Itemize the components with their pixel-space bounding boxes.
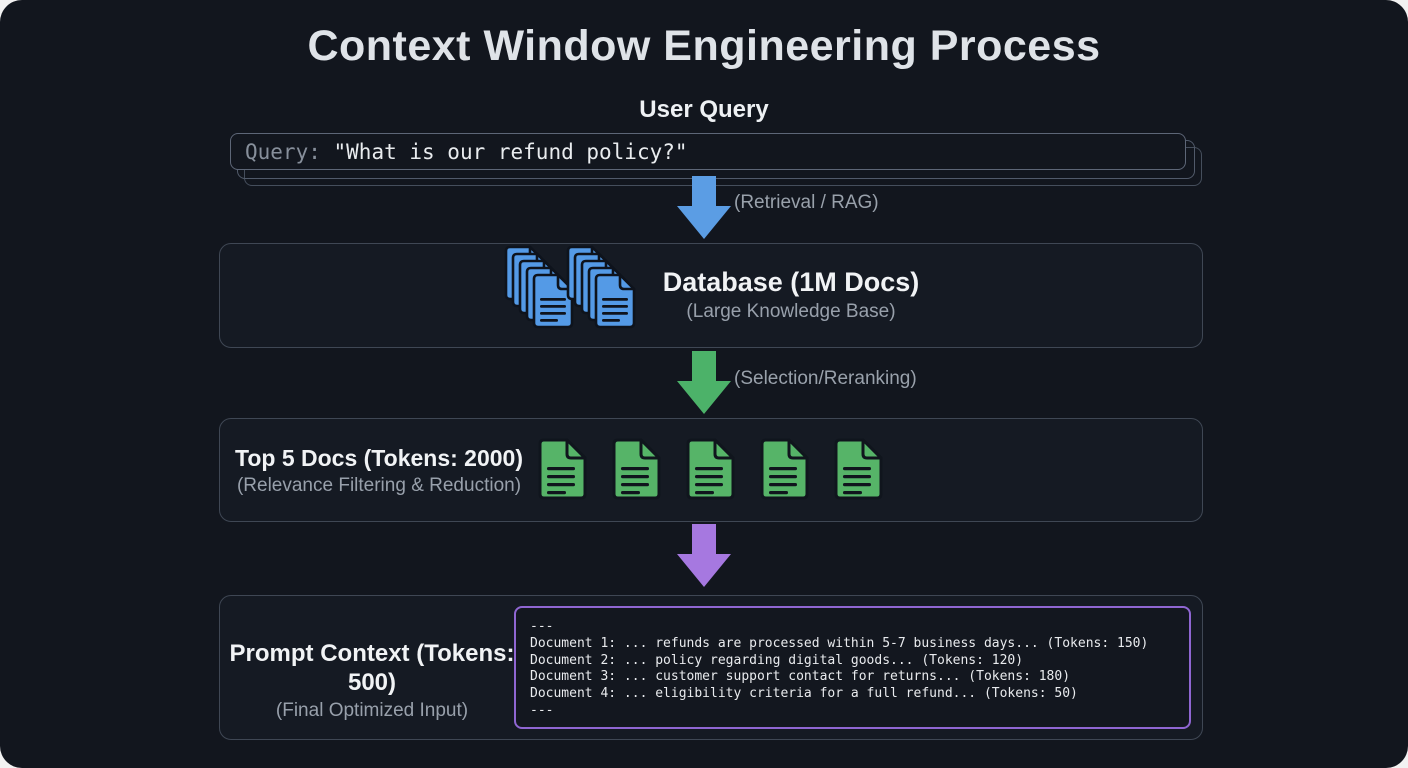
query-stack: Query: "What is our refund policy?": [230, 133, 1202, 186]
database-box: Database (1M Docs) (Large Knowledge Base…: [219, 243, 1203, 348]
database-title: Database (1M Docs): [662, 267, 920, 298]
prompt-context-text: Prompt Context (Tokens: 500) (Final Opti…: [226, 640, 518, 723]
document-icon: [686, 438, 735, 500]
arrow-down-icon-prompt: [677, 524, 731, 587]
top-docs-text: Top 5 Docs (Tokens: 2000) (Relevance Fil…: [234, 445, 524, 498]
arrow-label-retrieval: (Retrieval / RAG): [734, 192, 879, 213]
page-title: Context Window Engineering Process: [307, 22, 1101, 70]
top-docs-subtitle: (Relevance Filtering & Reduction): [236, 474, 522, 496]
document-icon: [760, 438, 809, 500]
database-subtitle: (Large Knowledge Base): [686, 300, 896, 322]
top-docs-title: Top 5 Docs (Tokens: 2000): [235, 445, 523, 471]
arrow-label-selection: (Selection/Reranking): [734, 368, 917, 389]
prompt-context-subtitle: (Final Optimized Input): [275, 699, 469, 721]
prompt-context-title: Prompt Context (Tokens: 500): [229, 640, 515, 696]
prompt-context-code: --- Document 1: ... refunds are processe…: [514, 606, 1191, 729]
query-text: "What is our refund policy?": [333, 139, 688, 164]
prompt-context-box: Prompt Context (Tokens: 500) (Final Opti…: [219, 595, 1203, 740]
arrow-down-icon-selection: [677, 351, 731, 414]
document-stack-icon: [504, 245, 643, 347]
top-docs-icons: [536, 438, 884, 500]
arrow-down-icon-retrieval: [677, 176, 731, 239]
document-icon: [612, 438, 661, 500]
query-box: Query: "What is our refund policy?": [230, 133, 1186, 170]
top-docs-box: Top 5 Docs (Tokens: 2000) (Relevance Fil…: [219, 418, 1203, 522]
document-icon: [834, 438, 883, 500]
document-icon: [538, 438, 587, 500]
database-text: Database (1M Docs) (Large Knowledge Base…: [663, 266, 920, 324]
query-prefix: Query:: [245, 139, 334, 164]
user-query-label: User Query: [639, 96, 769, 123]
